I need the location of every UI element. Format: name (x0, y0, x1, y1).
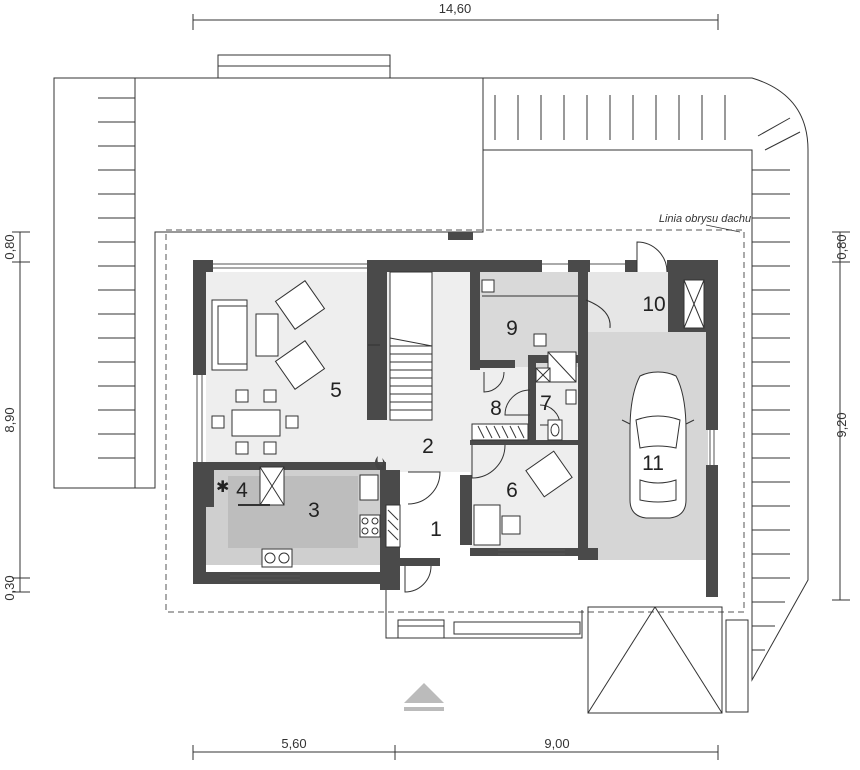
room6-furniture (473, 450, 573, 546)
dim-top-total: 14,60 (439, 1, 472, 16)
pergola (53, 54, 809, 682)
room-label-8: 8 (490, 397, 502, 420)
living-furniture (211, 280, 326, 455)
room-label-3: 3 (308, 499, 320, 522)
entrance-arrow-icon (404, 683, 444, 711)
roof-outline-label: Linia obrysu dachu (659, 213, 751, 225)
windows (196, 263, 715, 581)
staircase (368, 271, 433, 421)
room-label-2: 2 (422, 435, 434, 458)
dimension-left: 0,80 8,90 0,30 (2, 231, 30, 601)
chimney-vent (448, 232, 473, 240)
dim-right-top: 0,80 (834, 234, 849, 259)
garage-closet (683, 279, 705, 329)
room-label-6: 6 (506, 479, 518, 502)
dimension-top: 14,60 (192, 1, 719, 30)
room-labels: 1 2 3 4 5 6 7 8 9 10 11 (236, 293, 666, 541)
room-label-11: 11 (642, 452, 664, 475)
room-label-9: 9 (506, 317, 518, 340)
dim-bottom-left: 5,60 (281, 736, 306, 751)
dim-left-bottom: 0,30 (2, 575, 17, 600)
room-label-4: 4 (236, 479, 248, 502)
dim-left-middle: 8,90 (2, 407, 17, 432)
dimension-bottom: 5,60 9,00 (192, 736, 719, 760)
wardrobe (471, 423, 529, 441)
room-label-1: 1 (430, 518, 442, 541)
dim-left-top: 0,80 (2, 234, 17, 259)
dimension-right: 0,80 9,20 (832, 231, 850, 601)
dim-right-middle: 9,20 (834, 412, 849, 437)
fireplace-flame-icon (375, 456, 386, 470)
bathroom-fixtures (533, 333, 577, 441)
room-label-7: 7 (540, 392, 552, 415)
utility-room (481, 279, 578, 297)
car-icon (621, 371, 695, 519)
dim-bottom-right: 9,00 (544, 736, 569, 751)
room-label-5: 5 (330, 379, 342, 402)
boiler-icon: ✱ (216, 477, 229, 496)
walls (193, 260, 718, 597)
room-label-10: 10 (642, 293, 665, 316)
kitchen-furniture: ✱ (216, 456, 401, 568)
porch (385, 590, 749, 714)
doors (404, 241, 668, 593)
